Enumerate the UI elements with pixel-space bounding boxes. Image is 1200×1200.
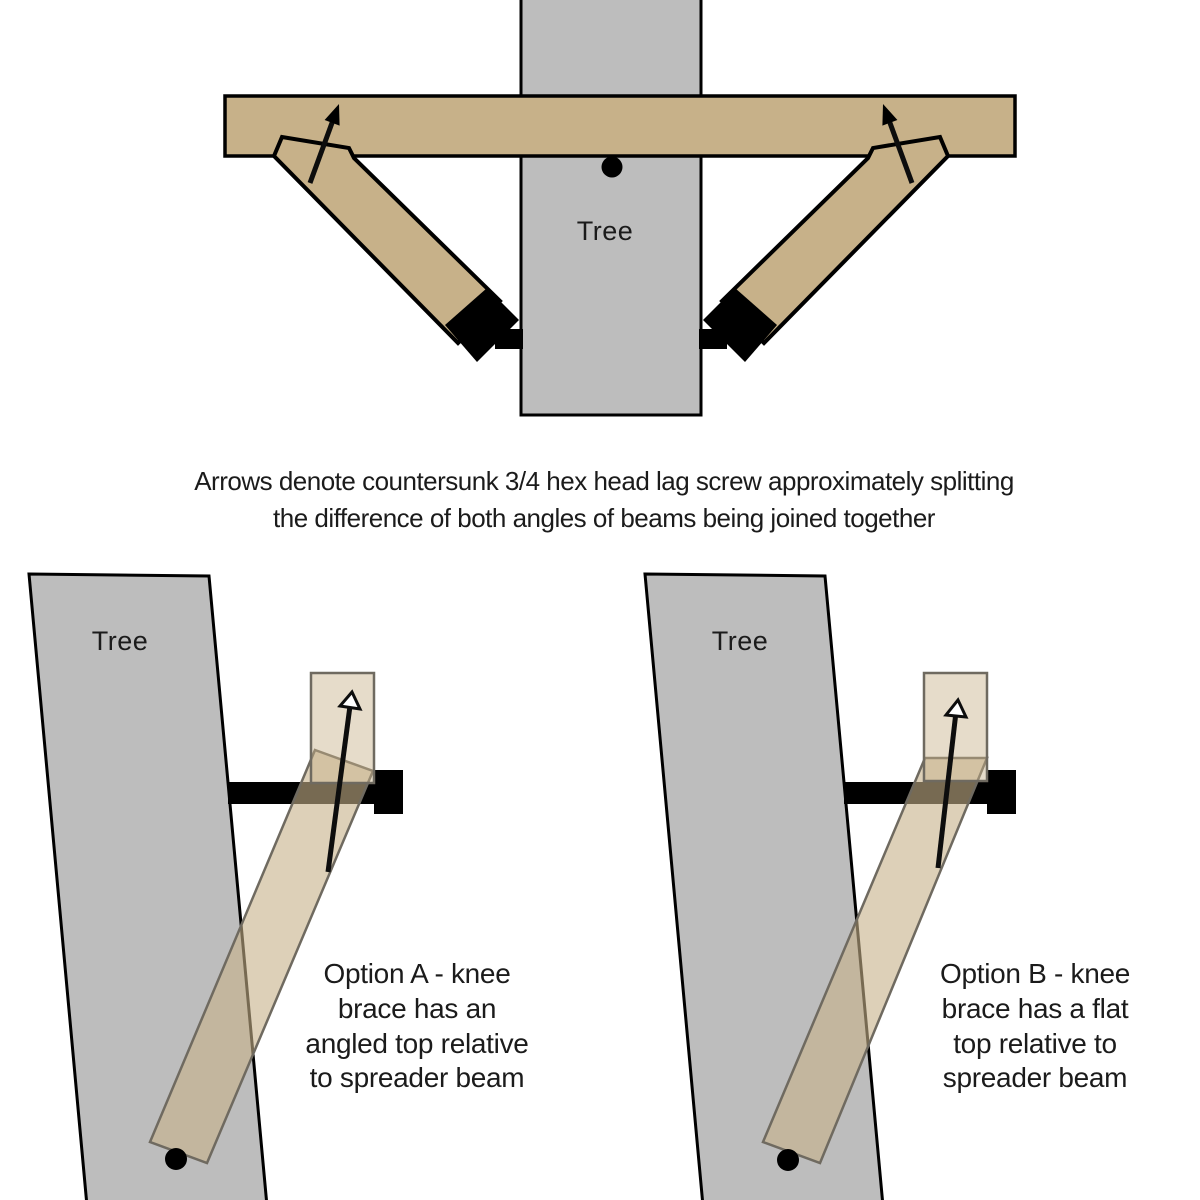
arrowhead-a-icon (337, 689, 363, 711)
bracket-left-tab (495, 329, 523, 349)
bracket-right-tab (699, 329, 727, 349)
option-b-caption-line-4: spreader beam (943, 1062, 1127, 1093)
tree-label-b: Tree (712, 626, 769, 656)
knee-brace-right (719, 134, 951, 346)
option-b-caption-line-1: Option B - knee (940, 958, 1130, 989)
lag-screw-arrow-right (883, 111, 915, 184)
lag-screw-head-a (374, 770, 403, 814)
option-b-diagram: Tree Option B - knee brace has a flat to… (643, 572, 1130, 1200)
knee-brace-b (761, 756, 989, 1165)
option-b-caption-line-3: top relative to (953, 1028, 1117, 1059)
bracket-right (703, 288, 777, 362)
arrowhead-right-icon (882, 104, 898, 126)
knee-brace-a (148, 748, 375, 1165)
tree-trunk (519, 0, 703, 417)
option-a-caption-line-1: Option A - knee (324, 958, 511, 989)
lag-screw-arrow-a (325, 705, 353, 873)
option-a-caption-line-3: angled top relative (305, 1028, 528, 1059)
bracket-left (445, 288, 519, 362)
lag-screw-dot-a (165, 1148, 187, 1170)
lag-screw-dot-b (777, 1149, 799, 1171)
option-a-caption-line-4: to spreader beam (310, 1062, 525, 1093)
main-caption: Arrows denote countersunk 3/4 hex head l… (194, 466, 1014, 533)
lag-screw-arrow-b (935, 711, 959, 869)
arrowhead-left-icon (324, 104, 340, 126)
lag-screw-head-b (987, 770, 1016, 814)
tree-label-a: Tree (92, 626, 149, 656)
option-a-caption-line-2: brace has an (338, 993, 496, 1024)
caption-line-2: the difference of both angles of beams b… (273, 503, 936, 533)
caption-line-1: Arrows denote countersunk 3/4 hex head l… (194, 466, 1014, 496)
lag-screw-dot (601, 156, 623, 178)
knee-brace-left (271, 134, 503, 346)
top-diagram: Tree (223, 0, 1017, 417)
lag-screw-arrow-left (307, 111, 339, 184)
arrowhead-b-icon (943, 697, 969, 719)
option-a-diagram: Tree Option A - knee brace has an angled… (27, 572, 529, 1200)
option-b-caption-line-2: brace has a flat (942, 993, 1129, 1024)
tree-label-top: Tree (577, 216, 634, 246)
tree-trunk-b (643, 572, 884, 1200)
